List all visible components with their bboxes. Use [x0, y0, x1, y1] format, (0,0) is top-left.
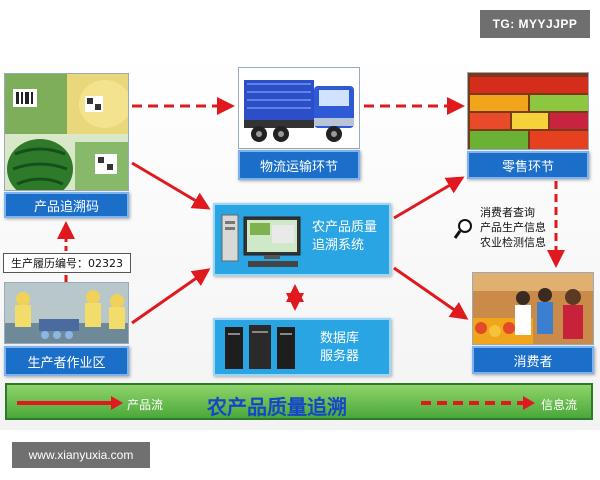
consumer-photo [472, 272, 594, 345]
truck-photo [238, 67, 360, 149]
production-record-code: 生产履历编号：02323 [3, 253, 131, 273]
product-flow-arrow-icon [17, 396, 123, 410]
arrow-producer-to-system [131, 268, 211, 325]
product-flow-label: 产品流 [127, 398, 164, 412]
arrow-label-to-system [131, 161, 211, 210]
info-flow-arrow-icon [421, 396, 535, 410]
consumer-query-info: 消费者查询 产品生产信息 农业检测信息 [480, 205, 546, 250]
legend-banner: 产品流 农产品质量追溯 信息流 [5, 383, 593, 420]
truck-icon [239, 68, 359, 148]
watermark-top: TG: MYYJJPP [480, 10, 590, 38]
watermark-bottom: www.xianyuxia.com [12, 442, 150, 468]
consumer-box: 消费者 [472, 346, 594, 374]
database-server-box: 数据库 服务器 [213, 318, 391, 376]
arrow-system-to-retail [393, 176, 465, 220]
traceability-system-box: 农产品质量 追溯系统 [213, 203, 391, 276]
database-label-line1: 数据库 [320, 331, 360, 346]
info-flow-label: 信息流 [541, 398, 578, 412]
magnifier-icon [453, 219, 472, 239]
system-label-line2: 追溯系统 [312, 238, 365, 253]
retail-photo [467, 72, 589, 150]
system-label-line1: 农产品质量 [312, 220, 378, 235]
consumer-info-line-1: 消费者查询 [480, 206, 535, 219]
consumer-info-line-3: 农业检测信息 [480, 236, 546, 249]
producer-box: 生产者作业区 [4, 346, 129, 376]
computer-icon [221, 214, 301, 267]
database-label-line2: 服务器 [320, 349, 360, 364]
produce-label-photo [4, 73, 129, 191]
banner-title: 农产品质量追溯 [207, 395, 347, 419]
logistics-box: 物流运输环节 [238, 150, 360, 180]
barcode-icon [5, 74, 128, 190]
arrow-system-to-consumer [393, 266, 469, 320]
database-label: 数据库 服务器 [320, 330, 359, 366]
consumer-info-line-2: 产品生产信息 [480, 221, 546, 234]
server-icon [225, 325, 295, 369]
producer-photo [4, 282, 129, 344]
shoppers-icon [473, 273, 593, 344]
trace-code-box: 产品追溯码 [4, 192, 129, 218]
fruit-stall-icon [468, 73, 588, 149]
workers-icon [5, 283, 128, 343]
system-label: 农产品质量 追溯系统 [312, 219, 377, 255]
retail-box: 零售环节 [467, 151, 589, 179]
